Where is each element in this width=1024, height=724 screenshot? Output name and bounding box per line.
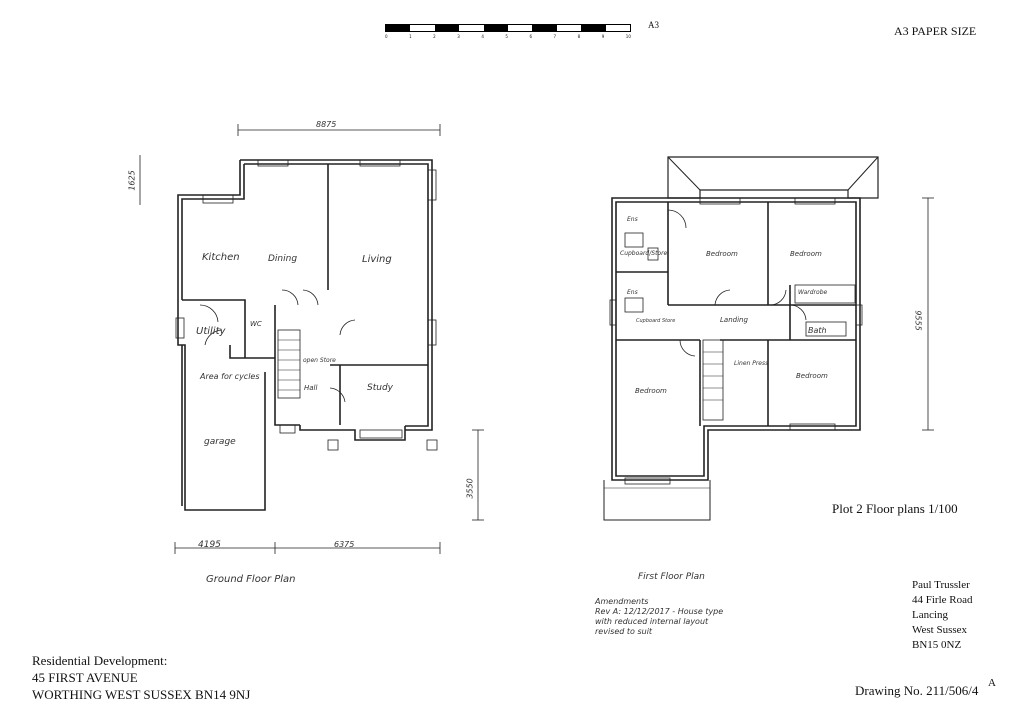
room-bedroom-1: Bedroom bbox=[706, 250, 738, 258]
architect-address: 44 Firle Road bbox=[912, 594, 973, 606]
architect-block: Paul Trussler 44 Firle Road Lancing West… bbox=[912, 578, 973, 653]
first-floor-plan bbox=[603, 156, 934, 521]
scale-tick: 5 bbox=[505, 34, 508, 39]
scale-tick: 2 bbox=[433, 34, 436, 39]
room-bedroom-2: Bedroom bbox=[790, 250, 822, 258]
architect-address: West Sussex bbox=[912, 624, 968, 636]
scale-tick: 9 bbox=[601, 34, 605, 39]
scale-label: A3 bbox=[648, 20, 659, 30]
scale-tick: 1 bbox=[409, 34, 412, 39]
room-wc: WC bbox=[250, 320, 262, 328]
room-bedroom-4: Bedroom bbox=[796, 372, 828, 380]
scale-tick: 3 bbox=[457, 34, 460, 39]
scale-tick: 4 bbox=[481, 34, 484, 39]
room-cupboard-2: Cupboard Store bbox=[636, 318, 676, 324]
scale-ticks: 0 1 2 3 4 5 6 7 8 9 10 bbox=[385, 34, 631, 39]
area-note: Area for cycles bbox=[200, 372, 260, 381]
room-living: Living bbox=[362, 254, 392, 265]
ground-floor-plan bbox=[139, 124, 484, 554]
architect-address: Lancing bbox=[912, 609, 949, 621]
room-study: Study bbox=[367, 383, 393, 393]
dim-top: 8875 bbox=[316, 120, 337, 129]
dim-right: 3550 bbox=[465, 478, 475, 499]
first-floor-caption: First Floor Plan bbox=[638, 572, 705, 582]
room-bath: Bath bbox=[808, 326, 827, 335]
project-town: WORTHING WEST SUSSEX BN14 9NJ bbox=[32, 687, 251, 702]
room-utility: Utility bbox=[196, 326, 226, 337]
paper-size-label: A3 PAPER SIZE bbox=[894, 24, 977, 38]
drawing-number: Drawing No. 211/506/4 bbox=[855, 683, 979, 698]
amendments-title: Amendments bbox=[595, 597, 649, 606]
dim-ff-right: 9555 bbox=[913, 310, 923, 331]
room-store: open Store bbox=[303, 357, 336, 364]
room-linen: Linen Press bbox=[734, 360, 769, 367]
project-title: Residential Development: bbox=[32, 653, 168, 668]
room-cupboard-1: Cupboard/Store bbox=[620, 250, 668, 257]
room-wardrobe: Wardrobe bbox=[798, 289, 828, 296]
plot-label: Plot 2 Floor plans 1/100 bbox=[832, 501, 958, 516]
scale-tick: 8 bbox=[577, 34, 581, 39]
dim-bottom-right: 6375 bbox=[334, 540, 355, 549]
ground-floor-caption: Ground Floor Plan bbox=[206, 574, 296, 585]
project-block: Residential Development: 45 FIRST AVENUE… bbox=[32, 652, 250, 703]
amendments-line: Rev A: 12/12/2017 - House type bbox=[595, 607, 724, 616]
dim-bottom-left: 4195 bbox=[198, 540, 221, 550]
room-ens-1: Ens bbox=[627, 216, 638, 223]
room-landing: Landing bbox=[720, 316, 748, 324]
architect-postcode: BN15 0NZ bbox=[912, 639, 962, 651]
amendments-line: revised to suit bbox=[595, 627, 653, 636]
scale-tick: 0 bbox=[385, 34, 388, 39]
project-address: 45 FIRST AVENUE bbox=[32, 670, 138, 685]
scale-tick: 6 bbox=[529, 34, 533, 39]
scale-bar bbox=[385, 24, 631, 32]
dim-left: 1625 bbox=[127, 170, 137, 191]
room-bedroom-3: Bedroom bbox=[635, 387, 667, 395]
scale-tick: 10 bbox=[625, 34, 631, 39]
revision-mark: A bbox=[988, 677, 996, 689]
room-ens-2: Ens bbox=[627, 289, 638, 296]
room-hall: Hall bbox=[304, 384, 318, 392]
amendments-line: with reduced internal layout bbox=[595, 617, 709, 626]
room-dining: Dining bbox=[268, 254, 298, 264]
amendments-note: Amendments Rev A: 12/12/2017 - House typ… bbox=[595, 597, 723, 637]
room-garage: garage bbox=[204, 437, 236, 447]
architect-name: Paul Trussler bbox=[912, 579, 970, 591]
scale-tick: 7 bbox=[553, 34, 557, 39]
room-kitchen: Kitchen bbox=[202, 252, 240, 263]
